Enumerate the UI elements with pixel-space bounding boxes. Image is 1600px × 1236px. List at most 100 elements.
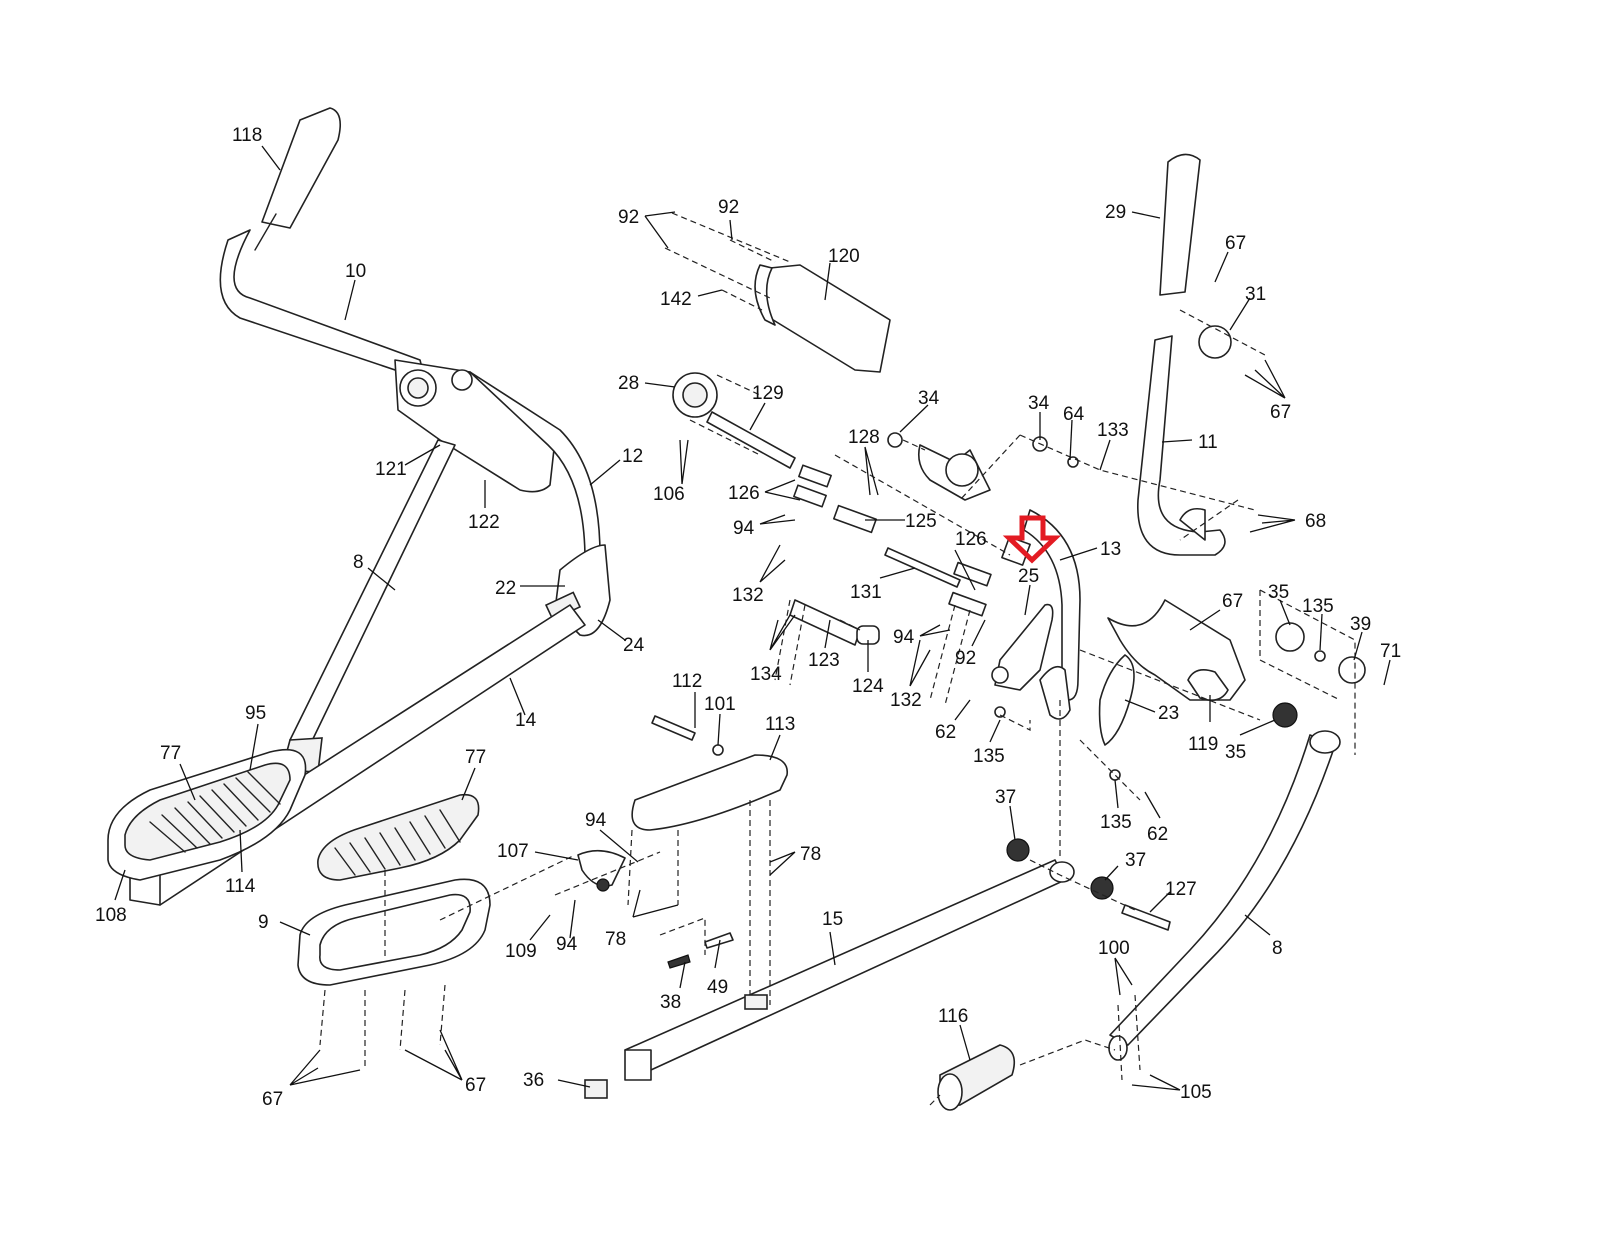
callout-14: 14 bbox=[515, 710, 537, 731]
callout-94-center: 94 bbox=[893, 627, 915, 648]
callout-22: 22 bbox=[495, 578, 516, 599]
part-119-arm-cover bbox=[1107, 599, 1246, 701]
callout-108: 108 bbox=[95, 905, 127, 926]
callout-135-center: 135 bbox=[973, 746, 1005, 767]
callout-35-bottom: 35 bbox=[1225, 742, 1246, 763]
callout-94-left: 94 bbox=[733, 518, 755, 539]
callout-112: 112 bbox=[672, 671, 702, 692]
part-77-pad-loose bbox=[317, 793, 480, 881]
callout-77-right: 77 bbox=[465, 747, 486, 768]
callout-114: 114 bbox=[225, 876, 256, 897]
callout-105: 105 bbox=[1180, 1082, 1212, 1103]
callout-125: 125 bbox=[905, 511, 937, 532]
callout-10: 10 bbox=[345, 261, 366, 282]
callout-37-upper: 37 bbox=[995, 787, 1016, 808]
callout-78-right: 78 bbox=[800, 844, 821, 865]
leader-lines bbox=[114, 145, 1391, 1091]
callout-labels: 118 10 121 122 12 8 22 24 14 95 77 114 1… bbox=[95, 125, 1401, 1110]
callout-67-cap: 67 bbox=[1270, 402, 1291, 423]
callout-100: 100 bbox=[1098, 938, 1130, 959]
callout-28: 28 bbox=[618, 373, 639, 394]
callout-25: 25 bbox=[1018, 566, 1039, 587]
callout-107: 107 bbox=[497, 841, 529, 862]
callout-128: 128 bbox=[848, 427, 880, 448]
callout-62-center: 62 bbox=[935, 722, 956, 743]
callout-13: 13 bbox=[1100, 539, 1121, 560]
part-10-upper-arm bbox=[219, 229, 426, 381]
callout-134: 134 bbox=[750, 664, 782, 685]
part-9-pedal-base bbox=[297, 878, 491, 986]
callout-67-cover: 67 bbox=[1222, 591, 1243, 612]
callout-101: 101 bbox=[704, 694, 736, 715]
part-120-pivot-cover bbox=[754, 264, 891, 373]
callout-62-lower: 62 bbox=[1147, 824, 1168, 845]
callout-106: 106 bbox=[653, 484, 685, 505]
part-29-handgrip bbox=[1159, 153, 1201, 296]
callout-118: 118 bbox=[232, 125, 262, 146]
callout-132-right: 132 bbox=[890, 690, 922, 711]
callout-120: 120 bbox=[828, 246, 860, 267]
callout-64: 64 bbox=[1063, 404, 1085, 425]
part-23-shield bbox=[1098, 654, 1135, 746]
callout-12: 12 bbox=[622, 446, 643, 467]
part-113-pedal bbox=[631, 754, 788, 831]
part-11-upper-arm bbox=[1137, 335, 1226, 556]
part-107-foot bbox=[577, 849, 626, 892]
part-112-bolt bbox=[651, 715, 724, 756]
center-small-parts bbox=[789, 464, 1031, 646]
callout-119: 119 bbox=[1188, 734, 1218, 755]
callout-78-left: 78 bbox=[605, 929, 626, 950]
callout-77-left: 77 bbox=[160, 743, 181, 764]
part-31-cap bbox=[1198, 325, 1232, 359]
callout-34-right: 34 bbox=[1028, 393, 1050, 414]
callout-94-upper: 94 bbox=[585, 810, 607, 831]
assembly-lines bbox=[319, 212, 1356, 1106]
callout-67-bottom-right: 67 bbox=[465, 1075, 486, 1096]
callout-126-left: 126 bbox=[728, 483, 760, 504]
callout-9: 9 bbox=[258, 912, 269, 933]
part-122-arm-cover bbox=[394, 359, 556, 493]
callout-15: 15 bbox=[822, 909, 843, 930]
callout-142: 142 bbox=[660, 289, 692, 310]
callout-34-center: 34 bbox=[918, 388, 940, 409]
callout-68: 68 bbox=[1305, 511, 1326, 532]
callout-123: 123 bbox=[808, 650, 840, 671]
callout-11: 11 bbox=[1198, 432, 1218, 453]
part-9-95-pedal-left bbox=[107, 748, 307, 881]
callout-131: 131 bbox=[850, 582, 882, 603]
callout-36: 36 bbox=[523, 1070, 544, 1091]
callout-124: 124 bbox=[852, 676, 884, 697]
callout-35-top: 35 bbox=[1268, 582, 1289, 603]
callout-92-top: 92 bbox=[718, 197, 739, 218]
callout-135-lower: 135 bbox=[1100, 812, 1132, 833]
part-118-handgrip bbox=[254, 107, 341, 251]
highlight-arrow-icon bbox=[1002, 515, 1062, 564]
part-15-pedal-arm-right bbox=[624, 859, 1075, 1081]
callout-122: 122 bbox=[468, 512, 500, 533]
callout-95: 95 bbox=[245, 703, 266, 724]
part-28-knob bbox=[672, 372, 718, 418]
callout-135-right: 135 bbox=[1302, 596, 1334, 617]
callout-29: 29 bbox=[1105, 202, 1126, 223]
callout-94-lower: 94 bbox=[556, 934, 578, 955]
callout-121: 121 bbox=[375, 459, 407, 480]
callout-92-center: 92 bbox=[955, 648, 976, 669]
part-8-lower-arm-right bbox=[1108, 730, 1341, 1061]
callout-116: 116 bbox=[938, 1006, 968, 1027]
callout-8-left: 8 bbox=[353, 552, 364, 573]
callout-132-left: 132 bbox=[732, 585, 764, 606]
callout-39: 39 bbox=[1350, 614, 1371, 635]
callout-109: 109 bbox=[505, 941, 537, 962]
callout-113: 113 bbox=[765, 714, 795, 735]
callout-92-top-left: 92 bbox=[618, 207, 639, 228]
callout-67-top: 67 bbox=[1225, 233, 1246, 254]
part-37-bearings bbox=[1006, 838, 1114, 900]
callout-129: 129 bbox=[752, 383, 784, 404]
callout-127: 127 bbox=[1165, 879, 1197, 900]
part-129-axle bbox=[706, 411, 796, 469]
callout-37-lower: 37 bbox=[1125, 850, 1146, 871]
part-38-49-spring-pin bbox=[667, 932, 734, 969]
callout-31: 31 bbox=[1245, 284, 1266, 305]
part-36-cap bbox=[584, 1079, 608, 1099]
